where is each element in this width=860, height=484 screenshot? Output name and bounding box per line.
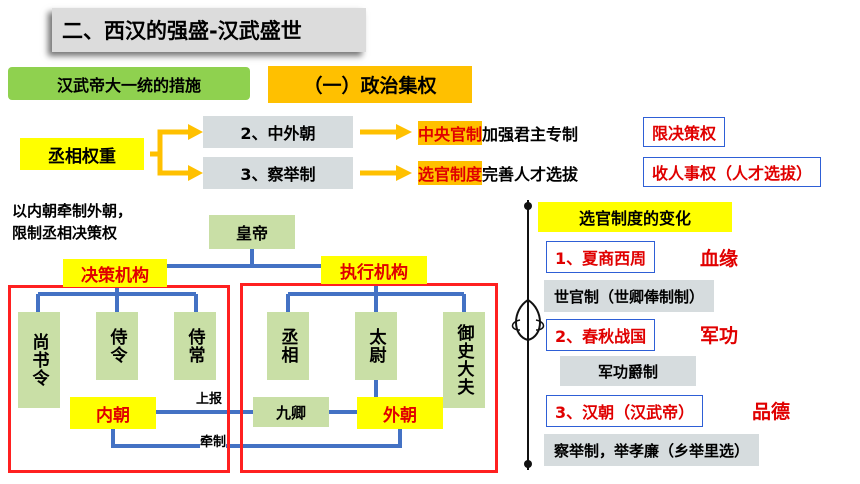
section-heading: （一）政治集权 [268,66,472,103]
arrow-court-head [396,124,412,140]
selection-change-title: 选官制度的变化 [538,202,732,232]
era-han: 3、汉朝（汉武帝） [546,395,704,427]
execution-body-label: 执行机构 [321,256,427,284]
office-taiwei: 太尉 [355,312,397,380]
control-line [111,429,402,448]
structure-note: 以内朝牵制外朝， 限制丞相决策权 [12,200,202,244]
emperor-box: 皇帝 [209,215,295,249]
measures-label: 汉武帝大一统的措施 [8,67,250,100]
era-xia-shang-zhou: 1、夏商西周 [546,241,656,273]
office-shichang: 侍常 [174,312,216,380]
era-spring-autumn: 2、春秋战国 [546,319,656,351]
arrowhead-court [188,124,203,140]
note-line-1: 以内朝牵制外朝， [12,202,133,220]
decision-body-label: 决策机构 [63,259,167,287]
office-shiling: 侍令 [96,312,138,380]
recommendation-system-box: 3、察举制 [203,157,353,189]
court-measure-text: 中央官制加强君主专制 [414,118,583,148]
exam-highlight: 选官制度 [418,161,483,185]
report-label: 上报 [196,388,223,407]
office-shangshuling: 尚书令 [18,312,60,408]
court-rest: 加强君主专制 [482,125,579,144]
nine-ministers-box: 九卿 [253,397,329,427]
criterion-blood: 血缘 [700,248,739,270]
outer-court-region [240,283,498,473]
note-line-2: 限制丞相决策权 [12,224,118,242]
control-label: 牵制 [200,431,227,450]
court-highlight: 中央官制 [418,121,483,145]
system-hereditary: 世官制（世卿俸制制） [544,280,715,312]
arrowhead-exam [188,165,203,181]
collect-personnel-box: 收人事权（人才选拔） [643,157,822,187]
chancellor-power-label: 丞相权重 [20,138,144,170]
criterion-virtue: 品德 [752,401,791,423]
office-chancellor: 丞相 [267,312,309,380]
bracket-arrow-court [150,129,190,157]
inner-outer-court-box: 2、中外朝 [203,116,353,148]
limit-decision-box: 限决策权 [643,117,726,147]
system-recommendation: 察举制，举孝廉（乡举里选） [544,434,760,466]
scroll-divider-icon [511,200,545,470]
inner-court-label: 内朝 [70,397,156,429]
system-military-rank: 军功爵制 [560,356,696,386]
criterion-military: 军功 [700,325,739,347]
outer-court-label: 外朝 [357,397,443,429]
exam-rest: 完善人才选拔 [482,165,579,184]
bracket-arrow-exam [157,154,190,176]
exam-measure-text: 选官制度完善人才选拔 [414,158,583,188]
office-yushidafu: 御史大夫 [443,312,485,408]
arrow-exam-head [396,165,412,181]
page-title: 二、西汉的强盛-汉武盛世 [52,8,366,52]
